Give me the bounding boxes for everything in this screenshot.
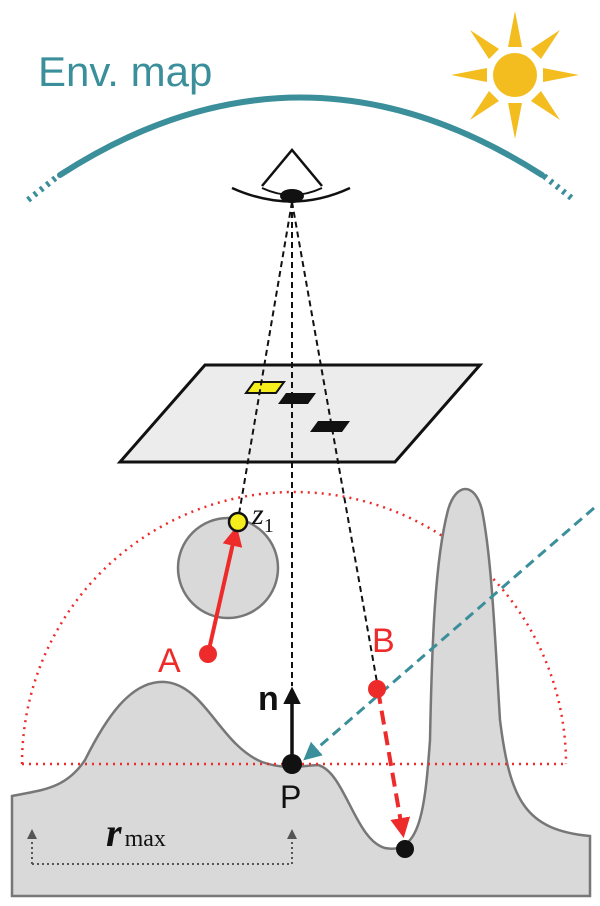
env-map-arc-left-dots	[26, 173, 60, 203]
arrow-a-to-z1	[206, 526, 243, 655]
ray-to-z1	[237, 201, 293, 521]
point-hit	[396, 840, 414, 858]
point-p-label: P	[280, 779, 301, 815]
point-b-label: B	[372, 622, 395, 660]
rmax-bracket	[27, 829, 297, 865]
z1-label: z1	[251, 498, 274, 537]
env-map-arc-right-dots	[542, 173, 576, 203]
eye-icon	[231, 148, 351, 203]
env-map: Env. map	[26, 48, 576, 203]
pixel-center	[278, 393, 316, 404]
pixel-right	[310, 421, 350, 432]
point-z1	[227, 511, 249, 533]
hemisphere-radius	[20, 490, 568, 765]
sun-icon	[451, 11, 579, 139]
camera-rays	[237, 201, 379, 689]
point-a	[199, 645, 217, 663]
point-a-label: A	[158, 642, 181, 680]
terrain	[10, 488, 592, 898]
point-p	[282, 754, 302, 774]
normal-label: n	[258, 680, 279, 718]
pixel-yellow	[244, 381, 286, 394]
arrow-b-down	[376, 689, 411, 838]
point-b	[368, 680, 386, 698]
image-plane	[116, 363, 484, 464]
env-map-label: Env. map	[38, 48, 212, 95]
env-map-arc	[57, 94, 545, 178]
ray-to-b	[291, 201, 379, 689]
